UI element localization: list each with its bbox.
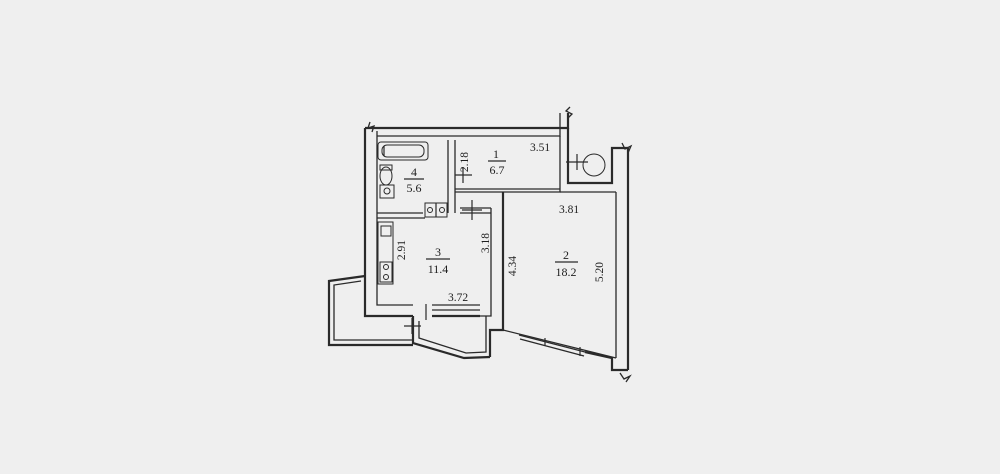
dim-living-width: 3.81 — [559, 204, 579, 216]
room-3-number: 3 — [435, 245, 441, 259]
dim-living-length: 5.20 — [594, 262, 606, 282]
dim-corridor-width: 3.51 — [530, 142, 550, 154]
balcony — [411, 316, 491, 360]
stove — [379, 261, 393, 283]
room-4-number: 4 — [411, 165, 417, 179]
room-3: 3 11.4 — [426, 245, 450, 276]
fixtures — [377, 141, 606, 285]
room-2: 2 18.2 — [555, 248, 578, 279]
room-1-area: 6.7 — [490, 163, 505, 177]
outer-wall-top — [365, 113, 570, 130]
vent-shaft — [582, 153, 606, 177]
outer-wall-left — [363, 128, 413, 318]
room-1-number: 1 — [493, 147, 499, 161]
room-3-area: 11.4 — [428, 262, 449, 276]
room-4-area: 5.6 — [407, 181, 422, 195]
dim-kitchen-depth: 3.18 — [480, 233, 492, 253]
bathtub — [377, 141, 429, 161]
dim-living-depth: 4.34 — [507, 256, 519, 276]
dimension-ticks — [404, 154, 588, 356]
walls — [327, 106, 633, 383]
dim-kitchen-width: 3.72 — [448, 292, 468, 304]
kitchen-counter — [377, 221, 394, 285]
balcony-left — [327, 274, 413, 347]
room-1: 1 6.7 — [488, 147, 506, 177]
room-2-area: 18.2 — [556, 265, 577, 279]
bath-sink — [379, 184, 395, 199]
room-2-number: 2 — [563, 248, 569, 262]
dim-kitchen-side: 2.91 — [396, 240, 408, 260]
dimension-labels: 3.51 2.18 3.81 2.91 3.18 4.34 5.20 3.72 — [396, 142, 606, 304]
dim-bath-length: 2.18 — [459, 152, 471, 172]
room-4: 4 5.6 — [404, 165, 424, 195]
partition-kitchen-living — [488, 192, 505, 357]
